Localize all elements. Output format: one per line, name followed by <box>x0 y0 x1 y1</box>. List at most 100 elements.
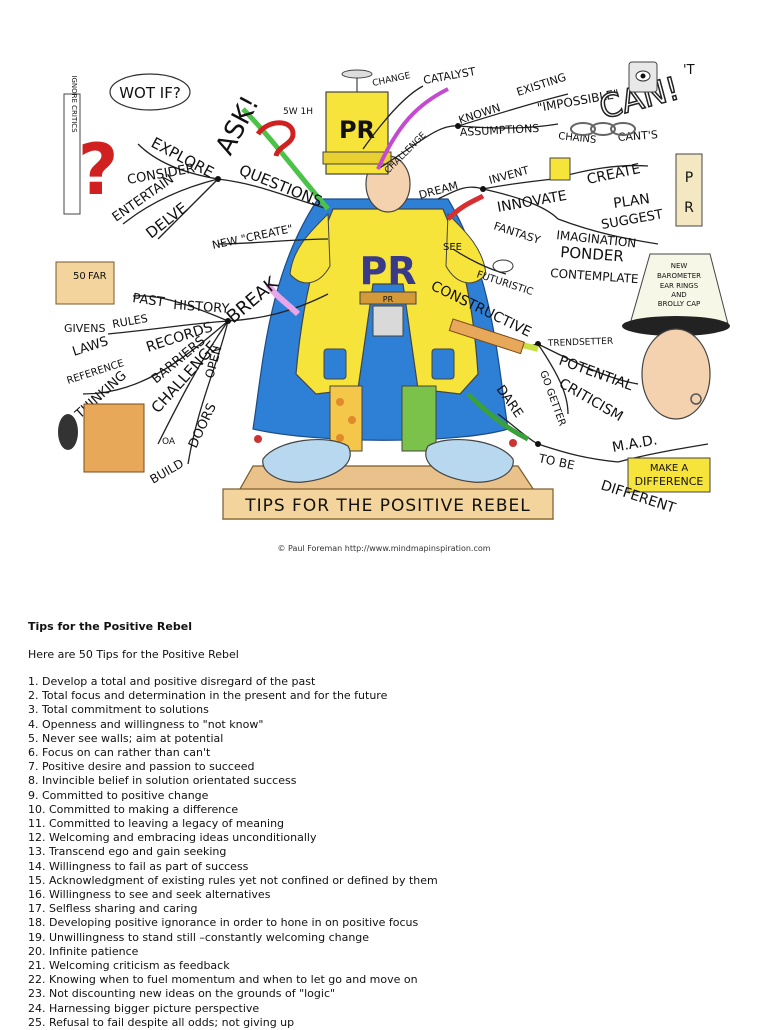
hat-label-lines: NEW BAROMETER EAR RINGS AND BROLLY CAP <box>657 262 701 308</box>
banner-box <box>222 488 554 520</box>
label-create: CREATE <box>586 161 642 188</box>
banner-text: TIPS FOR THE POSITIVE REBEL <box>244 496 531 516</box>
label-givens: GIVENS <box>64 322 105 335</box>
left-pocket <box>323 348 347 380</box>
earring-icon <box>690 393 702 405</box>
label-catalyst: CATALYST <box>422 65 477 87</box>
hat-label-line: AND <box>671 291 686 299</box>
hat-label-line: BAROMETER <box>657 272 701 280</box>
list-item: 8. Invincible belief in solution orienta… <box>28 774 297 788</box>
list-item: 24. Harnessing bigger picture perspectiv… <box>28 1001 260 1015</box>
list-item: 17. Selfless sharing and caring <box>28 902 198 916</box>
article: Tips for the Positive Rebel Here are 50 … <box>28 620 748 1030</box>
label-see: SEE <box>443 242 462 253</box>
left-shoulder <box>289 212 331 284</box>
list-item: 9. Committed to positive change <box>28 788 209 802</box>
list-item: 12. Welcoming and embracing ideas uncond… <box>28 831 317 845</box>
left-leg <box>329 385 363 452</box>
break-ribbon <box>265 282 301 317</box>
label-assumptions: ASSUMPTIONS <box>459 122 539 139</box>
list-item: 18. Developing positive ignorance in ord… <box>28 916 419 930</box>
image-credit: © Paul Foreman http://www.mindmapinspira… <box>277 544 491 553</box>
list-item: 3. Total commitment to solutions <box>28 703 209 717</box>
see-eye-icon <box>492 259 514 273</box>
tips-list: 1. Develop a total and positive disregar… <box>28 675 748 1030</box>
label-mad: M.A.D. <box>611 432 659 456</box>
ignore-critics-text: IGNORE CRITICS <box>70 75 78 133</box>
shoe-tip <box>254 435 262 443</box>
label-known: KNOWN <box>457 101 502 127</box>
label-contemplate: CONTEMPLATE <box>550 266 639 286</box>
belt <box>359 291 417 305</box>
right-pocket <box>431 348 455 380</box>
label-doors: DOORS <box>186 401 220 451</box>
wot-if-text: WOT IF? <box>119 84 181 102</box>
list-item: 25. Refusal to fail despite all odds; no… <box>28 1015 295 1029</box>
scroll-p: P <box>685 170 693 186</box>
label-history: HISTORY <box>173 298 230 317</box>
left-shoe <box>262 439 351 483</box>
label-existing: EXISTING <box>515 71 568 99</box>
question-mark: ? <box>78 129 119 211</box>
label-trendsetter: TRENDSETTER <box>547 337 614 349</box>
mind-map-illustration: TIPS FOR THE POSITIVE REBEL PR PR PR <box>28 34 734 580</box>
leg-spot <box>336 434 344 442</box>
right-leg <box>401 385 437 452</box>
book-50: 50 <box>73 271 86 282</box>
list-item: 20. Infinite patience <box>28 944 139 958</box>
list-item: 10. Committed to making a difference <box>28 802 239 816</box>
lightbulb-icon <box>549 157 571 181</box>
branch-lines <box>82 85 709 465</box>
label-change: CHANGE <box>372 71 412 89</box>
change-ribbon <box>376 87 449 170</box>
dare-ribbon <box>466 392 530 442</box>
label-invent: INVENT <box>487 164 530 187</box>
hat-label-line: EAR RINGS <box>660 282 699 290</box>
book-far: FAR <box>88 271 107 282</box>
list-item: 13. Transcend ego and gain seeking <box>28 845 227 859</box>
brick-wall-icon <box>83 403 145 473</box>
list-item: 11. Committed to leaving a legacy of mea… <box>28 817 285 831</box>
belt-badge: PR <box>383 295 394 304</box>
mind-map-svg: TIPS FOR THE POSITIVE REBEL PR PR PR <box>55 61 730 520</box>
label-past: PAST <box>131 291 165 310</box>
wheel-icon <box>58 414 78 450</box>
list-item: 16. Willingness to see and seek alternat… <box>28 888 271 902</box>
list-item: 21. Welcoming criticism as feedback <box>28 959 230 973</box>
label-new-create: NEW "CREATE" <box>211 222 294 252</box>
label-t: 'T <box>683 63 695 78</box>
label-rules: RULES <box>111 312 148 331</box>
list-item: 1. Develop a total and positive disregar… <box>28 675 316 688</box>
hat-badge: PR <box>339 116 375 144</box>
brolly-cap <box>622 316 730 336</box>
label-innovate: INNOVATE <box>496 188 568 216</box>
hat-label-line: NEW <box>671 262 688 270</box>
scroll-r: R <box>684 200 694 216</box>
brick-ribbon <box>448 318 525 355</box>
ask-ribbon <box>241 107 330 211</box>
article-title: Tips for the Positive Rebel <box>28 620 192 633</box>
leg-spot <box>348 416 356 424</box>
branch-nodes <box>215 123 541 447</box>
leg-spot <box>336 398 344 406</box>
list-item: 15. Acknowledgment of existing rules yet… <box>28 873 438 887</box>
book-stack-icon <box>55 261 115 305</box>
list-item: 4. Openness and willingness to "not know… <box>28 717 264 731</box>
wot-if-bubble <box>109 73 191 111</box>
dream-ribbon <box>446 193 485 221</box>
list-item: 2. Total focus and determination in the … <box>28 689 388 703</box>
label-build: BUILD <box>148 456 187 486</box>
list-item: 14. Willingness to fail as part of succe… <box>28 859 249 873</box>
tunic <box>372 305 404 337</box>
scroll-icon <box>675 153 703 227</box>
lady-face <box>641 328 711 420</box>
label-plan: PLAN <box>612 191 650 212</box>
hat-brim <box>322 151 392 165</box>
list-item: 5. Never see walls; aim at potential <box>28 731 224 745</box>
list-item: 19. Unwillingness to stand still –consta… <box>28 930 370 944</box>
article-intro: Here are 50 Tips for the Positive Rebel <box>28 648 239 661</box>
chain-icon <box>570 122 636 136</box>
label-5w1h: 5W 1H <box>283 107 313 117</box>
make-a-difference-box <box>627 457 711 493</box>
list-item: 23. Not discounting new ideas on the gro… <box>28 987 336 1001</box>
